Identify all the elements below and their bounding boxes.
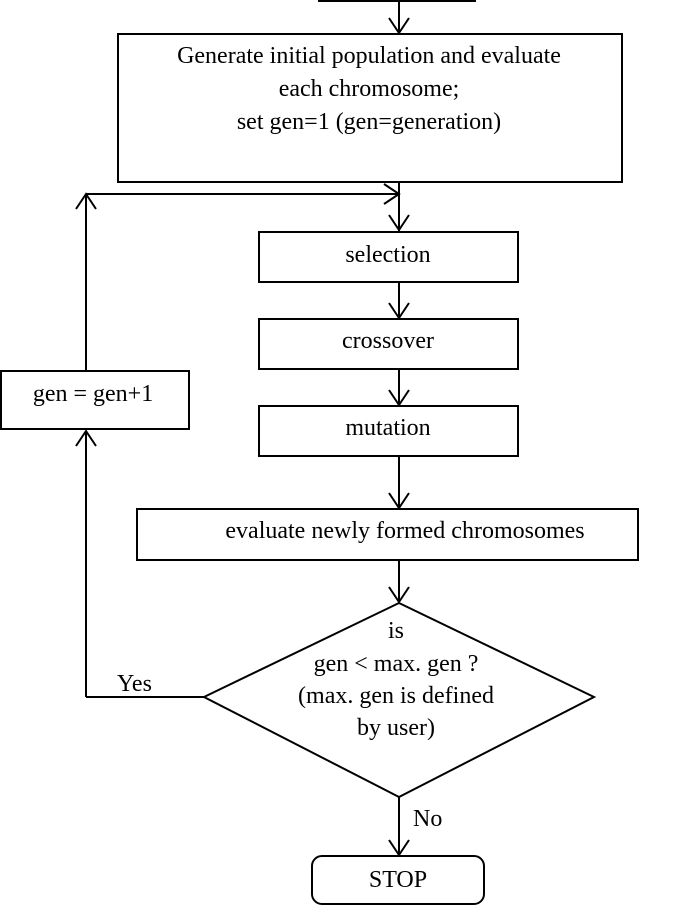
arrowhead-selection — [388, 214, 410, 232]
selection-box — [258, 231, 519, 283]
decision-text-line3: (max. gen is defined — [298, 683, 494, 709]
increment-box — [0, 370, 190, 430]
decision-text-line4: by user) — [357, 715, 435, 741]
mutation-label: mutation — [345, 415, 430, 441]
init-text-line3: set gen=1 (gen=generation) — [237, 109, 501, 135]
no-label: No — [413, 806, 442, 832]
stop-box — [311, 855, 485, 905]
crossover-box — [258, 318, 519, 370]
yes-label: Yes — [117, 671, 152, 697]
evaluate-box — [136, 508, 639, 561]
decision-text-line2: gen < max. gen ? — [314, 651, 479, 677]
init-box — [117, 33, 623, 183]
selection-label: selection — [345, 242, 430, 268]
decision-text-line1: is — [388, 618, 404, 644]
crossover-label: crossover — [342, 328, 434, 354]
init-text-line1: Generate initial population and evaluate — [177, 43, 561, 69]
init-text-line2: each chromosome; — [279, 76, 460, 102]
increment-label: gen = gen+1 — [33, 381, 153, 407]
stop-label: STOP — [369, 867, 427, 893]
evaluate-label: evaluate newly formed chromosomes — [225, 518, 584, 544]
arrowhead-yes — [75, 429, 97, 447]
arrowhead-loop-across — [383, 183, 401, 205]
mutation-box — [258, 405, 519, 457]
